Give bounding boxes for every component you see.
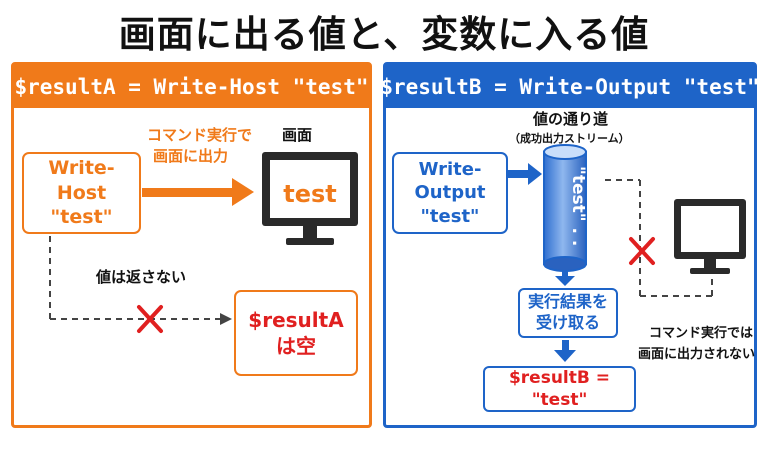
write-output-command-arg: "test" [420, 205, 480, 227]
write-output-command-label: Write-Output [414, 158, 486, 204]
write-host-command-box: Write-Host "test" [22, 152, 141, 234]
result-a-empty: は空 [276, 334, 316, 358]
pipe-to-receive-arrow [555, 270, 575, 286]
screen-label: 画面 [282, 126, 313, 144]
monitor-output-text: test [283, 180, 337, 208]
result-a-box: $resultA は空 [234, 290, 358, 376]
no-return-path [49, 236, 232, 325]
page-title: 画面に出る値と、変数に入る値 [118, 13, 650, 56]
pipe-label: 値の通り道 [533, 110, 609, 128]
receive-result-box: 実行結果を 受け取る [518, 288, 618, 338]
result-b-value: $resultB = "test" [508, 367, 611, 410]
no-screen-path [605, 179, 713, 297]
output-arrow [142, 178, 254, 206]
no-return-label: 値は返さない [96, 268, 187, 286]
receive-line-1: 実行結果を [527, 292, 608, 312]
pipe-sublabel: （成功出力ストリーム） [509, 132, 630, 145]
success-stream-pipe-icon [543, 144, 587, 272]
write-output-header: $resultB = Write-Output "test" [380, 65, 760, 108]
write-host-command-label: Write-Host [48, 156, 115, 204]
result-b-box: $resultB = "test" [483, 366, 636, 412]
monitor-icon [262, 152, 358, 245]
result-a-variable: $resultA [248, 308, 344, 332]
blocked-screen-cross-icon [629, 237, 655, 265]
pipe-content-text: "test" . . [568, 166, 588, 246]
stream-input-arrow [508, 163, 542, 185]
right-monitor-icon [674, 199, 746, 274]
write-host-header: $resultA = Write-Host "test" [14, 65, 369, 108]
receive-to-result-arrow [554, 340, 576, 362]
write-output-command-box: Write-Output "test" [392, 152, 508, 234]
screen-output-label-2: 画面に出力 [153, 147, 229, 165]
screen-output-label-1: コマンド実行で [147, 126, 253, 144]
blocked-cross-icon [137, 305, 163, 333]
receive-line-2: 受け取る [535, 313, 600, 332]
no-screen-note-2: 画面に出力されない [638, 347, 756, 362]
no-screen-note-1: コマンド実行では [649, 326, 754, 341]
write-host-command-arg: "test" [50, 206, 113, 229]
